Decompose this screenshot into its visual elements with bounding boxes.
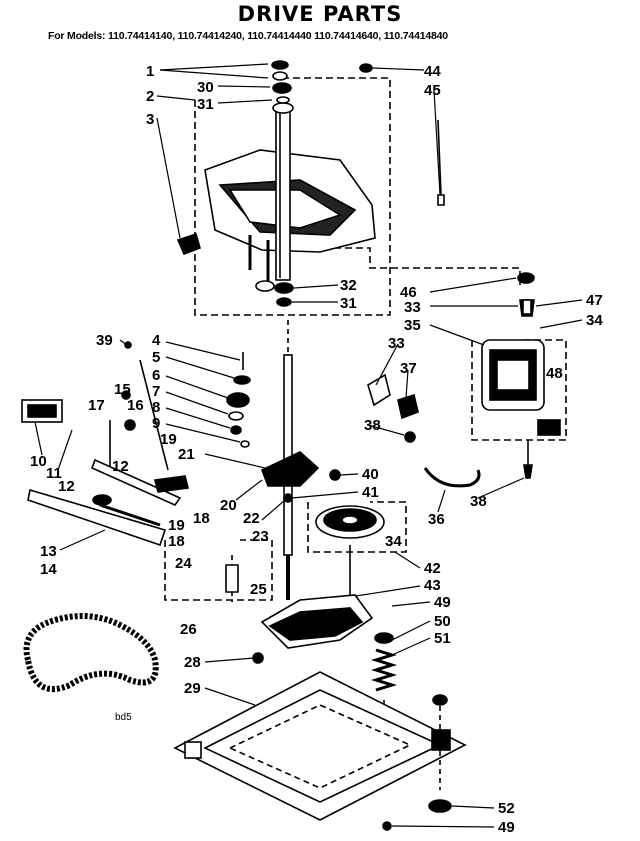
callout: 42: [424, 560, 441, 577]
callout: 40: [362, 466, 379, 483]
callout: 35: [404, 317, 421, 334]
callout: 11: [46, 465, 62, 482]
callout: 32: [340, 277, 357, 294]
callout: 13: [40, 543, 57, 560]
top-seal-parts: [271, 60, 445, 206]
leader-lines: [34, 63, 583, 828]
callout: 49: [498, 819, 515, 836]
callout: 34: [385, 533, 402, 550]
callout: 10: [30, 453, 47, 470]
main-shaft: [283, 320, 293, 556]
callout: 31: [197, 96, 214, 113]
callout: 23: [252, 528, 269, 545]
callout: 28: [184, 654, 201, 671]
base-frame: [173, 671, 467, 821]
callout: 1: [146, 63, 154, 80]
callout: 33: [404, 299, 421, 316]
callout: 41: [362, 484, 379, 501]
clutch-parts: [226, 352, 251, 448]
callout: 14: [40, 561, 57, 578]
callout: 52: [498, 800, 515, 817]
callout: 48: [546, 365, 563, 382]
transmission-housing: [204, 102, 376, 292]
drive-pulley: [307, 501, 407, 596]
callout: 49: [434, 594, 451, 611]
callout: 12: [58, 478, 75, 495]
callout: 30: [197, 79, 214, 96]
callout: 19: [168, 517, 185, 534]
gearbox-base: [260, 555, 374, 649]
callout: 43: [424, 577, 441, 594]
callout: 45: [424, 82, 441, 99]
callout: 12: [112, 458, 129, 475]
linkage-parts: [21, 341, 189, 547]
callout: 46: [400, 284, 417, 301]
drive-belt: [23, 613, 159, 692]
callout: 9: [152, 415, 160, 432]
callout: 3: [146, 111, 154, 128]
strap-part-36: [423, 467, 481, 488]
callout: 38: [470, 493, 487, 510]
callout: 50: [434, 613, 451, 630]
callout: 6: [152, 367, 160, 384]
callout: 29: [184, 680, 201, 697]
gearcase-part-20: [260, 451, 320, 487]
dashed-enclosure-brake: [164, 539, 273, 601]
callout: 18: [168, 533, 185, 550]
callout: 2: [146, 88, 154, 105]
callout-labels: 1 30 31 2 3 44 45 32 31 46 33 47 34 35 3…: [30, 63, 603, 836]
callout: 15: [114, 381, 131, 398]
callout: 47: [586, 292, 603, 309]
callout: 16: [127, 397, 144, 414]
callout: 34: [586, 312, 603, 329]
callout: 17: [88, 397, 105, 414]
callout: 33: [388, 335, 405, 352]
callout: 38: [364, 417, 381, 434]
leveling-foot: [428, 694, 452, 813]
callout: 37: [400, 360, 417, 377]
pulley-parts: [367, 373, 419, 443]
callout: 25: [250, 581, 267, 598]
callout: 22: [243, 510, 260, 527]
callout: 7: [152, 383, 160, 400]
callout: 39: [96, 332, 113, 349]
callout: 20: [220, 497, 237, 514]
page-title: DRIVE PARTS: [237, 2, 403, 26]
bracket-part-3: [176, 232, 201, 256]
callout: 36: [428, 511, 445, 528]
callout: 5: [152, 349, 160, 366]
callout: 4: [152, 332, 161, 349]
model-numbers: For Models: 110.74414140, 110.74414240, …: [48, 30, 448, 42]
callout: 44: [424, 63, 441, 80]
callout: 21: [178, 446, 195, 463]
callout: 26: [180, 621, 197, 638]
callout: 31: [340, 295, 357, 312]
diagram-code: bd5: [115, 712, 132, 723]
callout: 24: [175, 555, 192, 572]
callout: 8: [152, 399, 160, 416]
callout: 51: [434, 630, 451, 647]
callout: 19: [160, 431, 177, 448]
pump-assembly: [471, 272, 567, 479]
callout: 18: [193, 510, 210, 527]
